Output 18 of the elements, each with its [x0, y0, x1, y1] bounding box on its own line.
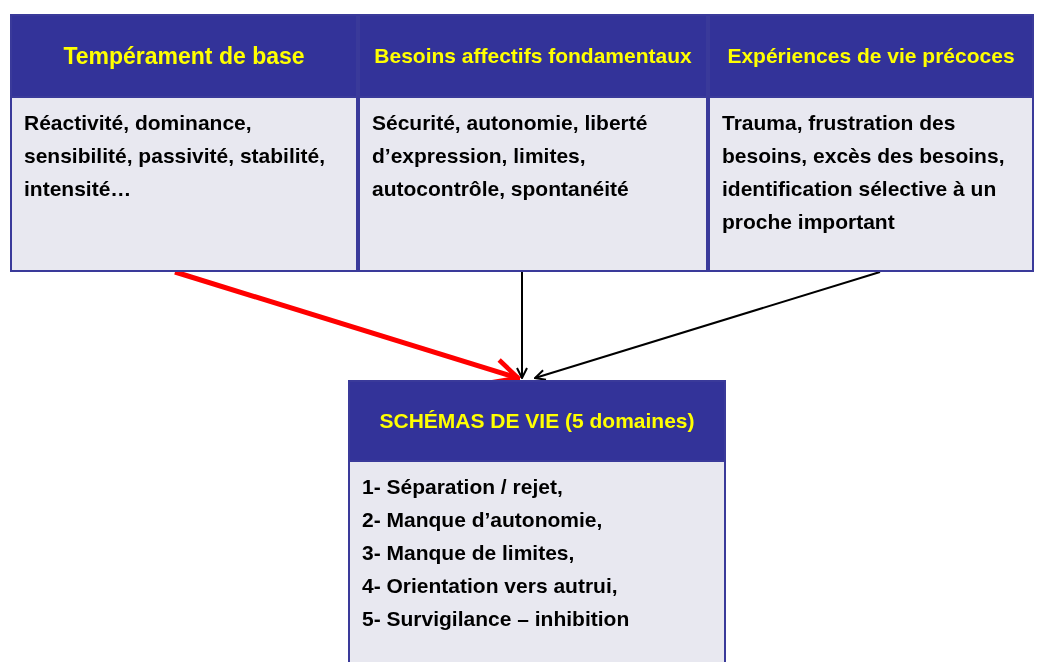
table-column	[358, 14, 708, 272]
column-heading: SCHÉMAS DE VIE (5 domaines)	[379, 408, 695, 434]
body-text: 1- Séparation / rejet,	[362, 474, 564, 500]
column-heading: Tempérament de base	[63, 42, 305, 70]
body-text: 2- Manque d’autonomie,	[362, 507, 604, 533]
arrow	[516, 271, 528, 379]
table-column	[348, 380, 726, 662]
body-text: Trauma, frustration des besoins, excès des besoins, identification sélective à un proche important	[722, 110, 1006, 235]
table-column	[10, 14, 358, 272]
table-column	[708, 14, 1034, 272]
body-text: Sécurité, autonomie, liberté d’expression, limites, autocontrôle, spontanéité	[372, 110, 649, 202]
column-heading: Expériences de vie précoces	[727, 43, 1015, 69]
arrow	[534, 271, 881, 381]
body-text: 4- Orientation vers autrui,	[362, 573, 619, 599]
body-text: Réactivité, dominance, sensibilité, passivité, stabilité, intensité…	[24, 110, 327, 202]
column-heading: Besoins affectifs fondamentaux	[374, 43, 692, 69]
body-text: 3- Manque de limites,	[362, 540, 576, 566]
body-text: 5- Survigilance – inhibition	[362, 606, 631, 632]
